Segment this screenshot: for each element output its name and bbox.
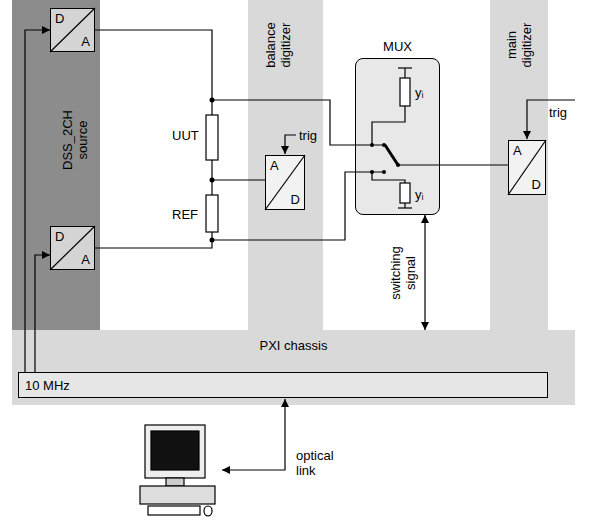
connector-label: switching signal <box>388 242 418 304</box>
signal-label: trig <box>299 128 317 143</box>
node-text: A <box>81 252 90 267</box>
converter-diagonal <box>50 8 95 52</box>
converter-box: AD <box>265 155 305 210</box>
node-label: A <box>270 158 279 173</box>
converter-box: DA <box>50 8 95 52</box>
component-label: UUT <box>172 128 199 143</box>
node-text: A <box>81 34 90 49</box>
node-text: D <box>291 192 300 207</box>
connector <box>424 215 425 330</box>
source-wire <box>95 30 212 115</box>
computer-icon <box>140 425 215 516</box>
monitor-stand <box>166 478 184 486</box>
mid-wire <box>211 160 212 195</box>
converter-diagonal <box>508 140 546 195</box>
monitor <box>145 425 205 478</box>
junction-dot <box>210 238 215 243</box>
converter-box: AD <box>508 140 546 195</box>
node-label: main digitizer <box>504 10 534 80</box>
node-text: yᵢ <box>415 85 424 100</box>
node-label: D <box>55 229 64 244</box>
node-label: balance digitizer <box>263 10 293 80</box>
computer-case <box>140 486 215 504</box>
keyboard <box>148 506 200 515</box>
resistor-symbol <box>206 195 218 232</box>
monitor-screen <box>151 431 199 470</box>
mouse <box>204 506 212 516</box>
node-label: 10 MHz <box>25 378 70 393</box>
junction-dot <box>210 178 215 183</box>
converter-diagonal <box>50 226 95 270</box>
node-label: DSS_2CH source <box>60 105 90 175</box>
source-wire <box>95 232 212 248</box>
mux-box: MUXyᵢyᵢ <box>355 58 440 215</box>
node-label: PXI chassis <box>12 338 575 353</box>
digitizer-band: main digitizerAD <box>490 0 548 330</box>
signal-label: trig <box>549 105 567 120</box>
component-label: REF <box>172 207 198 222</box>
node-text: D <box>532 177 541 192</box>
junction-dot <box>210 98 215 103</box>
converter-box: DA <box>50 226 95 270</box>
source-panel: DSS_2CH sourceDADA <box>12 0 100 330</box>
link-label: optical link <box>296 448 346 478</box>
chassis-band: PXI chassis 10 MHz <box>12 330 575 405</box>
optical-link-arrow <box>222 399 285 470</box>
clock-box: 10 MHz <box>18 372 548 398</box>
resistor-symbol <box>206 115 218 160</box>
node-label: A <box>513 143 522 158</box>
node-label: D <box>55 11 64 26</box>
node-text: yᵢ <box>415 187 424 202</box>
digitizer-band: balance digitizerAD <box>248 0 323 330</box>
converter-diagonal <box>265 155 305 210</box>
node-label: MUX <box>356 39 439 54</box>
